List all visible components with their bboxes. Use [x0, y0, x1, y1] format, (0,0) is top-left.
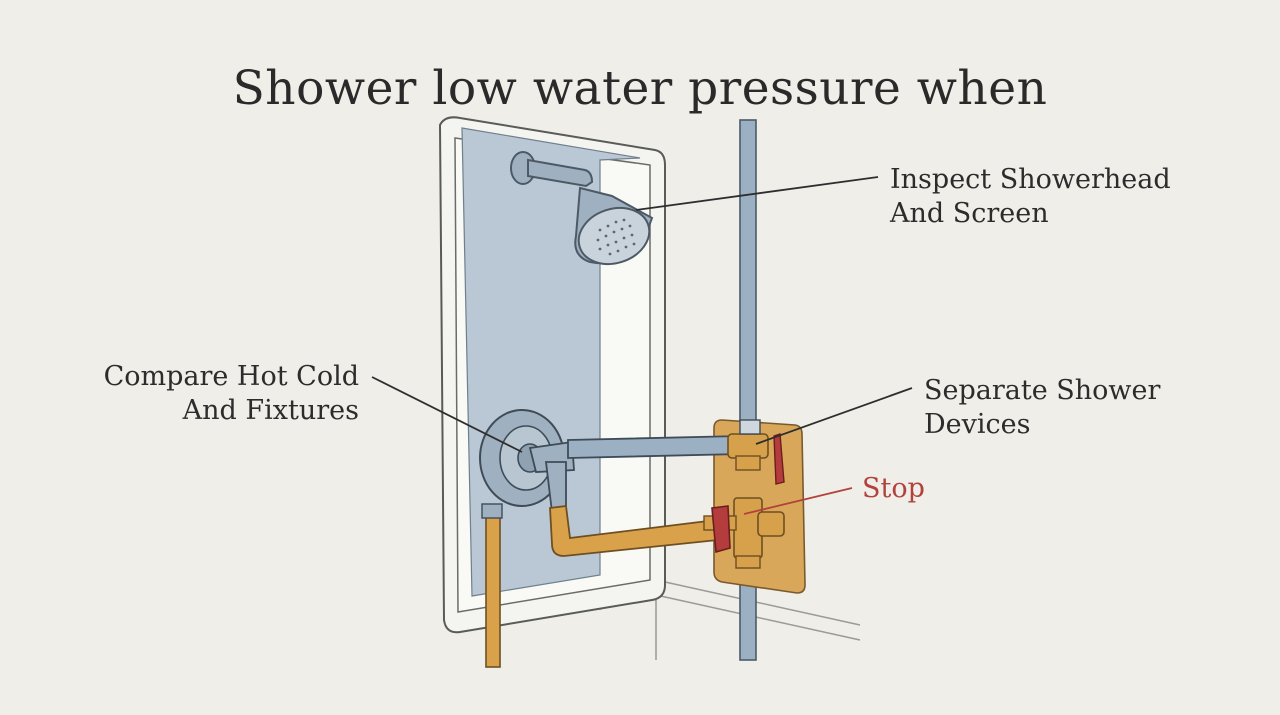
callout-inspect-showerhead: Inspect Showerhead And Screen [890, 163, 1171, 231]
callout-lines [371, 176, 913, 515]
shower-enclosure [438, 116, 666, 634]
showerhead [510, 151, 654, 265]
callout-showerhead-line1: Inspect Showerhead [890, 164, 1171, 195]
callout-compare-hot-cold: Compare Hot Cold And Fixtures [102, 360, 359, 428]
mixing-valve [479, 409, 575, 514]
callout-stop: Stop [862, 472, 925, 506]
callout-stop-line1: Stop [862, 473, 925, 504]
callout-separate-line2: Devices [924, 409, 1031, 440]
callout-separate-line1: Separate Shower [924, 375, 1161, 406]
callout-separate-devices: Separate Shower Devices [924, 374, 1160, 442]
compare-leader-line [371, 376, 523, 453]
callout-showerhead-line2: And Screen [890, 198, 1049, 229]
page-title: Shower low water pressure when [232, 61, 1048, 117]
callout-compare-line2: And Fixtures [182, 395, 359, 426]
cold-branch-pipe [567, 419, 785, 485]
hot-water-pipes [481, 503, 719, 668]
callout-compare-line1: Compare Hot Cold [103, 361, 359, 392]
stop-valve [703, 497, 785, 569]
stop-leader-line [743, 487, 853, 515]
separate-leader-line [755, 387, 913, 445]
showerhead-leader-line [635, 176, 879, 211]
